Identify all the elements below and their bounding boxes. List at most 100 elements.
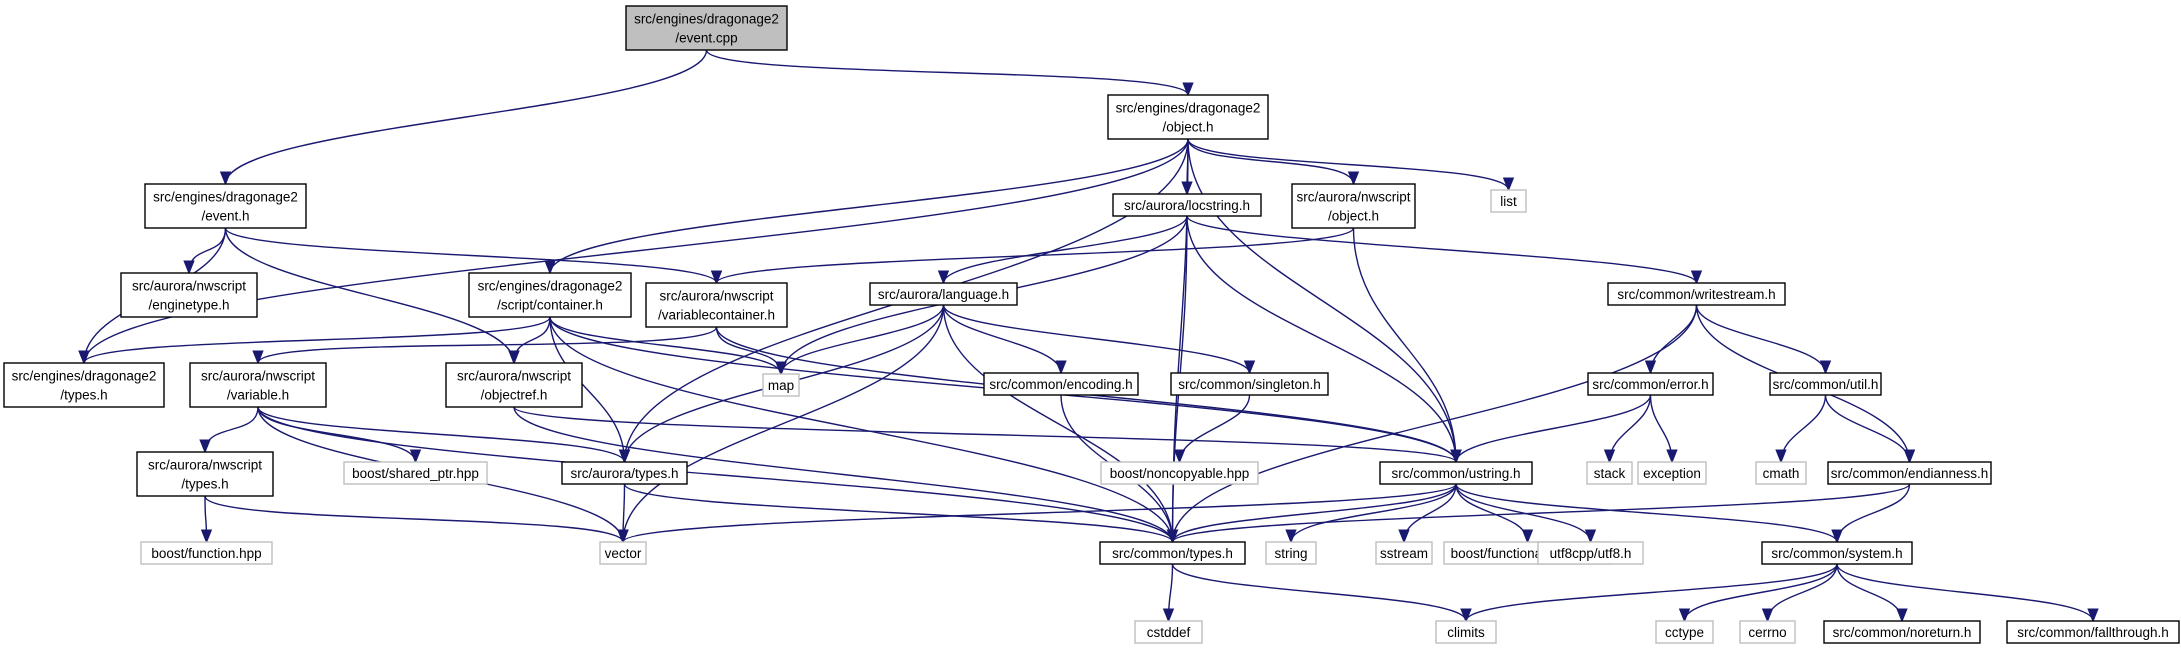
node-ustring_h[interactable]: src/common/ustring.h — [1379, 461, 1533, 485]
node-box — [762, 373, 800, 397]
node-event_h[interactable]: src/engines/dragonage2/event.h — [144, 183, 307, 229]
node-label: src/common/error.h — [1592, 377, 1708, 392]
edge-ustring_h-to-system_h — [1455, 483, 1837, 543]
edge-system_h-to-cerrno — [1768, 563, 1838, 622]
edge-locstring_h-to-ustring_h — [1186, 215, 1456, 462]
edge-system_h-to-climits — [1466, 563, 1838, 622]
node-label: /object.h — [1162, 120, 1213, 135]
node-encoding_h[interactable]: src/common/encoding.h — [983, 372, 1139, 396]
node-utf8_h: utf8cpp/utf8.h — [1537, 541, 1644, 565]
node-box — [1607, 282, 1786, 306]
node-label: src/aurora/nwscript — [148, 458, 262, 473]
edge-common_types_h-to-climits — [1171, 563, 1467, 622]
node-common_types_h[interactable]: src/common/types.h — [1099, 541, 1246, 565]
node-box — [1134, 620, 1203, 644]
node-label: src/common/fallthrough.h — [2017, 625, 2169, 640]
node-label: src/engines/dragonage2 — [634, 12, 779, 27]
node-locstring_h[interactable]: src/aurora/locstring.h — [1112, 193, 1262, 217]
node-label: /types.h — [60, 388, 107, 403]
edge-container_h-to-objectref_h — [514, 316, 551, 363]
node-box — [625, 5, 788, 51]
edge-singleton_h-to-noncopyable — [1180, 394, 1251, 463]
edge-system_h-to-cctype — [1685, 563, 1838, 622]
edge-common_types_h-to-cstddef — [1169, 563, 1173, 621]
edge-variable_h-to-common_types_h — [257, 406, 1173, 543]
node-shared_ptr: boost/shared_ptr.hpp — [343, 461, 488, 485]
node-nws_object_h[interactable]: src/aurora/nwscript/object.h — [1291, 183, 1416, 229]
node-label: src/aurora/locstring.h — [1124, 198, 1250, 213]
node-box — [120, 272, 258, 318]
node-objectref_h[interactable]: src/aurora/nwscript/objectref.h — [445, 362, 583, 408]
node-label: src/common/endianness.h — [1831, 466, 1989, 481]
node-da2_types_h[interactable]: src/engines/dragonage2/types.h — [3, 362, 165, 408]
node-box — [1379, 461, 1533, 485]
node-sstream: sstream — [1375, 541, 1433, 565]
node-label: vector — [605, 546, 642, 561]
node-box — [140, 541, 273, 565]
node-box — [1537, 541, 1644, 565]
node-box — [1375, 541, 1433, 565]
edge-container_h-to-da2_types_h — [84, 316, 551, 364]
node-box — [1107, 94, 1269, 140]
edge-container_h-to-common_types_h — [549, 316, 1173, 542]
node-label: src/common/writestream.h — [1617, 287, 1775, 302]
node-label: boost/function.hpp — [151, 546, 261, 561]
node-endianness_h[interactable]: src/common/endianness.h — [1827, 461, 1992, 485]
node-box — [1265, 541, 1317, 565]
node-writestream_h[interactable]: src/common/writestream.h — [1607, 282, 1786, 306]
node-label: src/common/ustring.h — [1391, 466, 1520, 481]
edge-util_h-to-cmath — [1781, 394, 1827, 462]
node-box — [1761, 541, 1913, 565]
node-fallthrough_h[interactable]: src/common/fallthrough.h — [2006, 620, 2180, 644]
node-cmath: cmath — [1755, 461, 1807, 485]
node-label: cstddef — [1147, 625, 1191, 640]
node-label: src/aurora/nwscript — [659, 289, 773, 304]
node-label: /object.h — [1328, 209, 1379, 224]
node-error_h[interactable]: src/common/error.h — [1587, 372, 1714, 396]
node-enginetype_h[interactable]: src/aurora/nwscript/enginetype.h — [120, 272, 258, 318]
node-noreturn_h[interactable]: src/common/noreturn.h — [1823, 620, 1981, 644]
edge-nws_object_h-to-variablecontainer_h — [717, 227, 1355, 284]
node-nws_types_h[interactable]: src/aurora/nwscript/types.h — [136, 451, 274, 497]
node-util_h[interactable]: src/common/util.h — [1769, 372, 1882, 396]
node-label: boost/noncopyable.hpp — [1110, 466, 1250, 481]
edge-container_h-to-aurora_types_h — [549, 316, 625, 462]
node-box — [1586, 461, 1633, 485]
node-object_h[interactable]: src/engines/dragonage2/object.h — [1107, 94, 1269, 140]
node-label: map — [768, 378, 794, 393]
node-box — [983, 372, 1139, 396]
node-box — [2006, 620, 2180, 644]
node-function_hpp: boost/function.hpp — [140, 541, 273, 565]
node-singleton_h[interactable]: src/common/singleton.h — [1170, 372, 1329, 396]
node-aurora_types_h[interactable]: src/aurora/types.h — [561, 461, 688, 485]
node-label: /event.h — [201, 209, 249, 224]
node-language_h[interactable]: src/aurora/language.h — [869, 282, 1018, 306]
edge-writestream_h-to-util_h — [1695, 304, 1826, 374]
edge-language_h-to-map — [781, 304, 945, 375]
node-container_h[interactable]: src/engines/dragonage2/script/container.… — [468, 272, 632, 318]
edge-object_h-to-nws_object_h — [1187, 138, 1354, 185]
node-label: src/aurora/language.h — [878, 287, 1009, 302]
edge-aurora_types_h-to-common_types_h — [623, 483, 1173, 543]
node-box — [445, 362, 583, 408]
node-event_cpp[interactable]: src/engines/dragonage2/event.cpp — [625, 5, 788, 51]
node-box — [561, 461, 688, 485]
node-system_h[interactable]: src/common/system.h — [1761, 541, 1913, 565]
node-box — [1100, 461, 1259, 485]
node-variablecontainer_h[interactable]: src/aurora/nwscript/variablecontainer.h — [645, 282, 788, 328]
node-label: src/common/noreturn.h — [1833, 625, 1972, 640]
node-label: climits — [1447, 625, 1485, 640]
node-climits: climits — [1435, 620, 1497, 644]
node-label: src/common/types.h — [1112, 546, 1233, 561]
edge-ustring_h-to-vector — [623, 483, 1457, 543]
edge-writestream_h-to-error_h — [1651, 304, 1698, 373]
node-label: src/aurora/nwscript — [201, 369, 315, 384]
edge-language_h-to-vector — [623, 304, 945, 542]
edge-error_h-to-stack — [1610, 394, 1652, 462]
node-box — [1435, 620, 1497, 644]
node-variable_h[interactable]: src/aurora/nwscript/variable.h — [189, 362, 327, 408]
node-label: /objectref.h — [481, 388, 548, 403]
node-label: /variable.h — [227, 388, 289, 403]
node-box — [1823, 620, 1981, 644]
